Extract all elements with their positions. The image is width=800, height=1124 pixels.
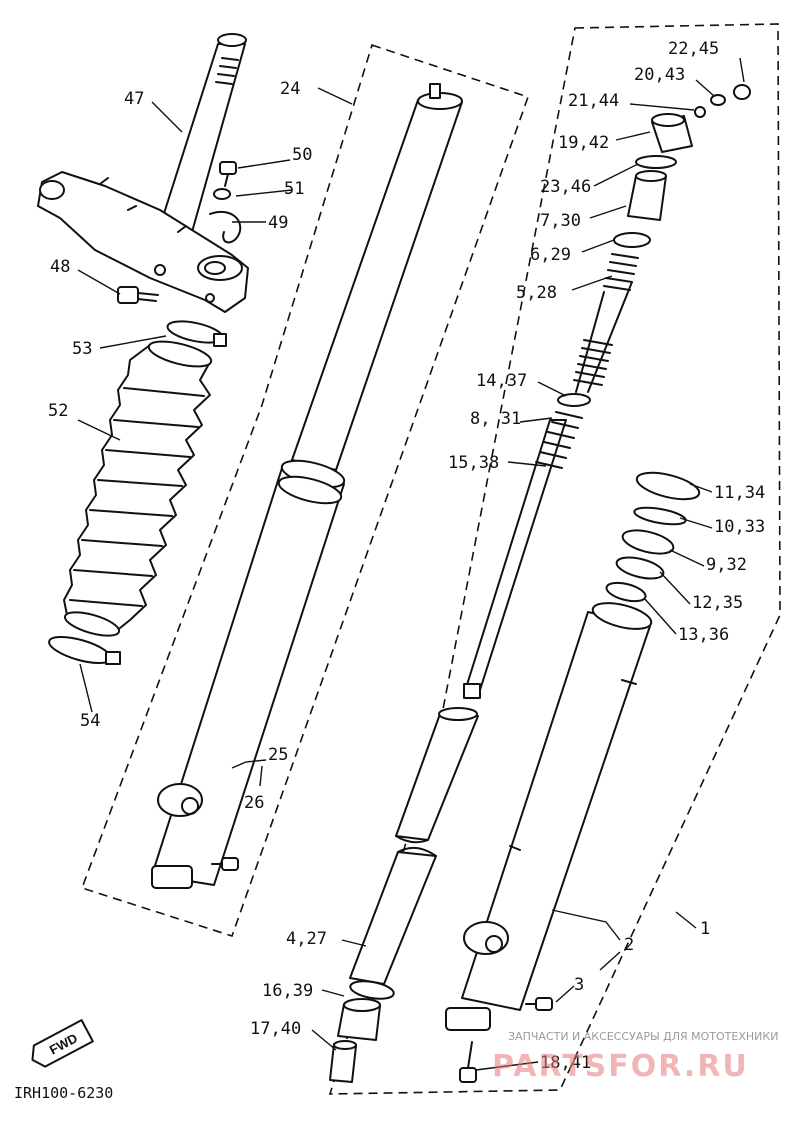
callout-24: 24 [280, 79, 300, 99]
leader-lines [77, 57, 745, 1071]
callout-13-36: 13,36 [678, 625, 729, 645]
oil-lock-piece [337, 998, 381, 1041]
callout-25: 25 [268, 745, 288, 765]
callout-15-38: 15,38 [448, 453, 499, 473]
callout-47: 47 [124, 89, 144, 109]
valve-cap [733, 84, 751, 100]
callout-19-42: 19,42 [558, 133, 609, 153]
drain-bolt-right [525, 997, 553, 1011]
drawing-code: IRH100-6230 [14, 1084, 113, 1102]
oil-seal-clip [633, 506, 687, 526]
valve-o-ring [694, 106, 706, 118]
callout-2: 2 [624, 935, 634, 955]
cap-o-ring [635, 155, 677, 169]
callout-7-30: 7,30 [540, 211, 581, 231]
callout-48: 48 [50, 257, 70, 277]
callout-26: 26 [244, 793, 264, 813]
callout-10-33: 10,33 [714, 517, 765, 537]
callout-8-31: 8, 31 [470, 409, 521, 429]
watermark-caption: ЗАПЧАСТИ И АКСЕССУАРЫ ДЛЯ МОТОТЕХНИКИ [508, 1030, 778, 1043]
pinch-bolt [117, 286, 159, 304]
callout-20-43: 20,43 [634, 65, 685, 85]
callout-53: 53 [72, 339, 92, 359]
cap-bolt [651, 113, 693, 153]
callout-1: 1 [700, 919, 710, 939]
stem-bolt [219, 161, 237, 187]
dust-seal [635, 471, 701, 501]
callout-9-32: 9,32 [706, 555, 747, 575]
drain-bolt-left [211, 857, 239, 871]
callout-14-37: 14,37 [476, 371, 527, 391]
callout-5-28: 5,28 [516, 283, 557, 303]
callout-49: 49 [268, 213, 288, 233]
inner-fork-tube [291, 83, 463, 471]
callout-54: 54 [80, 711, 100, 731]
inner-tube-assembly-boundary [80, 43, 530, 937]
oil-seal [621, 529, 675, 555]
rebound-spring [535, 411, 583, 469]
cable-clip [209, 211, 242, 244]
fork-boot [63, 340, 213, 637]
boot-clamp-upper [166, 320, 227, 347]
inner-tube-broken [349, 707, 479, 985]
callout-6-29: 6,29 [530, 245, 571, 265]
seal-washer [615, 556, 665, 580]
callout-4-27: 4,27 [286, 929, 327, 949]
callout-17-40: 17,40 [250, 1019, 301, 1039]
callout-23-46: 23,46 [540, 177, 591, 197]
callout-18-41: 18,41 [540, 1053, 591, 1073]
damper-rod [463, 419, 567, 699]
outer-fork-tube-right [445, 602, 653, 1031]
watermark-brand: PARTSFOR.RU [492, 1049, 749, 1084]
callout-50: 50 [292, 145, 312, 165]
taper-spindle [349, 980, 395, 1000]
under-bracket [37, 171, 249, 313]
piston-ring [557, 393, 591, 407]
callout-52: 52 [48, 401, 68, 421]
callout-3: 3 [574, 975, 584, 995]
outer-fork-tube-left [151, 459, 346, 889]
callout-12-35: 12,35 [692, 593, 743, 613]
fwd-direction-badge: FWD [31, 1019, 94, 1068]
callout-51: 51 [284, 179, 304, 199]
fork-assembly-boundary [328, 23, 781, 1095]
slide-metal [605, 581, 647, 603]
stem-washer [213, 188, 231, 200]
air-valve [710, 94, 726, 106]
cylinder-comp [329, 1040, 357, 1083]
fork-spring [573, 253, 639, 393]
spring-seat [613, 232, 651, 248]
steering-stem [159, 33, 247, 233]
callout-labels: 47 24 22,45 20,43 21,44 19,42 50 51 49 2… [48, 39, 765, 1073]
boot-clamp-lower [48, 635, 121, 665]
callout-22-45: 22,45 [668, 39, 719, 59]
spacer-tube [627, 170, 667, 221]
damper-bolt [459, 1041, 477, 1083]
callout-21-44: 21,44 [568, 91, 619, 111]
callout-11-34: 11,34 [714, 483, 765, 503]
callout-16-39: 16,39 [262, 981, 313, 1001]
